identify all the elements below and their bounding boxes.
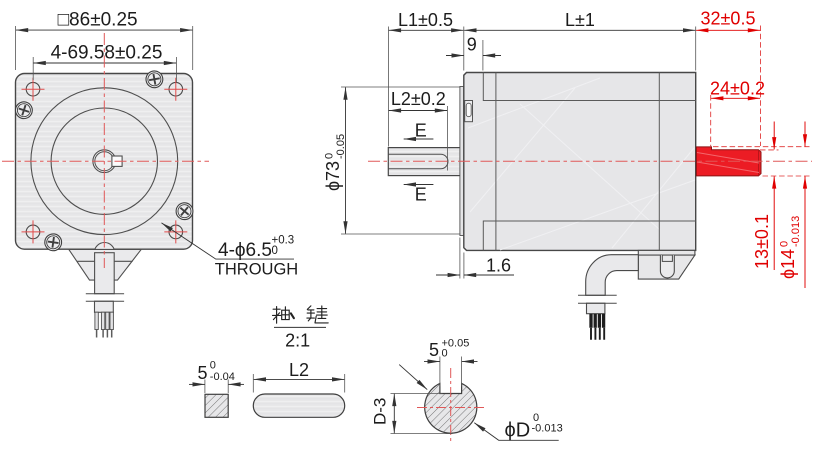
- svg-text:L2: L2: [289, 360, 309, 380]
- svg-text:-0.04: -0.04: [210, 371, 235, 383]
- svg-text:1.6: 1.6: [486, 256, 511, 276]
- svg-text:-0.013: -0.013: [532, 423, 563, 435]
- svg-text:0: 0: [210, 360, 216, 372]
- svg-text:+0.05: +0.05: [442, 337, 470, 349]
- svg-text:0: 0: [324, 153, 336, 159]
- svg-text:4-69.58±0.25: 4-69.58±0.25: [51, 42, 163, 63]
- svg-text:+0.3: +0.3: [272, 235, 295, 247]
- svg-text:24±0.2: 24±0.2: [710, 79, 765, 99]
- svg-text:THROUGH: THROUGH: [215, 261, 298, 279]
- svg-text:5: 5: [429, 340, 439, 360]
- svg-text:13±0.1: 13±0.1: [752, 214, 772, 269]
- svg-text:ϕD: ϕD: [505, 420, 531, 442]
- svg-text:5: 5: [197, 363, 207, 383]
- svg-text:D-3: D-3: [371, 398, 390, 425]
- svg-text:L2±0.2: L2±0.2: [391, 89, 446, 109]
- svg-text:ϕ14: ϕ14: [778, 249, 798, 279]
- svg-text:L±1: L±1: [565, 10, 595, 30]
- svg-text:L1±0.5: L1±0.5: [398, 10, 453, 30]
- svg-text:0: 0: [779, 241, 791, 247]
- svg-text:4-ϕ6.5: 4-ϕ6.5: [218, 240, 272, 261]
- svg-text:-0.013: -0.013: [790, 216, 802, 247]
- svg-text:□86±0.25: □86±0.25: [58, 9, 138, 30]
- svg-text:9: 9: [467, 35, 477, 55]
- svg-text:0: 0: [442, 348, 448, 360]
- svg-text:0: 0: [272, 245, 278, 257]
- svg-text:ϕ73: ϕ73: [323, 161, 343, 191]
- svg-text:E: E: [415, 184, 427, 204]
- svg-text:0: 0: [533, 412, 539, 424]
- svg-text:E: E: [415, 121, 427, 141]
- svg-text:32±0.5: 32±0.5: [701, 8, 756, 28]
- svg-text:-0.05: -0.05: [335, 134, 347, 159]
- svg-text:2:1: 2:1: [285, 330, 310, 350]
